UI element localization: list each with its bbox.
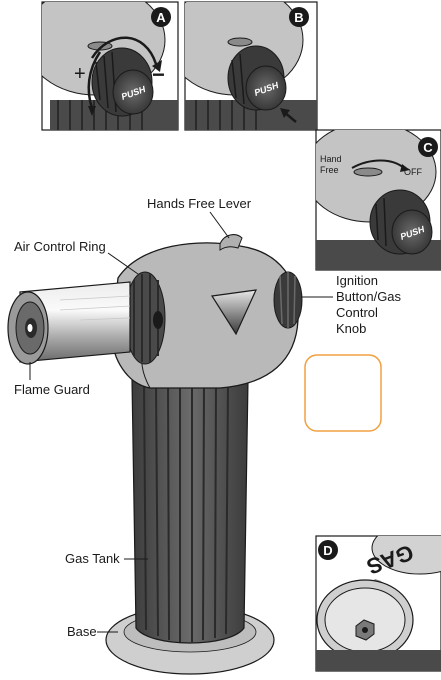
badge-a bbox=[151, 7, 171, 27]
label-flame-guard: Flame Guard bbox=[14, 382, 90, 397]
badge-b-label: B bbox=[294, 10, 303, 25]
panel-c-free-label: Free bbox=[320, 165, 339, 175]
ignition-triangle bbox=[210, 289, 257, 336]
torch-main bbox=[7, 234, 303, 675]
badge-d-label: D bbox=[323, 543, 332, 558]
hands-free-lever bbox=[219, 234, 243, 251]
panel-b: PUSH B bbox=[184, 1, 318, 131]
air-control-ring bbox=[124, 271, 166, 365]
panel-d: GAS D bbox=[315, 535, 441, 672]
panel-c-hand-label: Hand bbox=[320, 154, 342, 164]
ignition-knob bbox=[273, 271, 303, 329]
badge-d bbox=[318, 540, 338, 560]
badge-c-label: C bbox=[423, 140, 433, 155]
badge-b bbox=[289, 7, 309, 27]
panel-a-plus: + bbox=[74, 63, 86, 85]
panel-a: PUSH + − A bbox=[41, 1, 179, 131]
label-hands-free-lever: Hands Free Lever bbox=[147, 196, 252, 211]
label-ignition-line-2: Button/Gas bbox=[336, 289, 402, 304]
panel-c: PUSH Hand Free OFF C bbox=[315, 129, 441, 271]
label-ignition-line-4: Knob bbox=[336, 321, 366, 336]
label-base: Base bbox=[67, 624, 97, 639]
panel-a-minus: − bbox=[152, 62, 165, 87]
badge-c bbox=[418, 137, 438, 157]
highlight-box bbox=[304, 354, 382, 432]
panel-c-off-label: OFF bbox=[404, 167, 422, 177]
callouts: Hands Free Lever Air Control Ring Igniti… bbox=[14, 196, 402, 639]
label-ignition-line-3: Control bbox=[336, 305, 378, 320]
label-ignition-line-1: Ignition bbox=[336, 273, 378, 288]
gas-tank bbox=[131, 379, 249, 644]
label-air-control-ring: Air Control Ring bbox=[14, 239, 106, 254]
label-gas-tank: Gas Tank bbox=[65, 551, 120, 566]
badge-a-label: A bbox=[156, 10, 166, 25]
